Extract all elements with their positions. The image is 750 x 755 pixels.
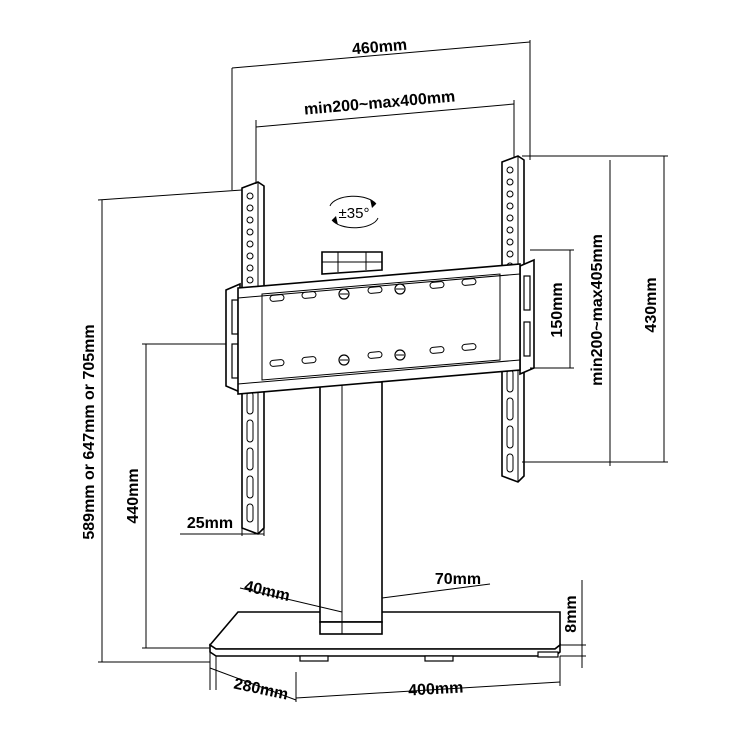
label-base-thickness: 8mm (563, 595, 580, 632)
pole (319, 381, 383, 635)
label-vesa-height: min200~max405mm (589, 234, 606, 386)
dim-base-width: 400mm (295, 656, 561, 702)
dim-vesa-width: min200~max400mm (255, 88, 515, 184)
label-bracket-height: 430mm (643, 277, 660, 332)
label-total-height: 589mm or 647mm or 705mm (81, 324, 98, 539)
label-base-depth: 280mm (232, 676, 289, 704)
bolt (338, 283, 406, 366)
label-plate-height: 150mm (549, 282, 566, 337)
dim-plate-height: 150mm (530, 249, 574, 369)
dim-pole-depth: 70mm (381, 571, 491, 604)
dim-base-thickness: 8mm (560, 580, 586, 668)
dim-vesa-height: min200~max405mm (589, 160, 611, 466)
dim-overall-width: 460mm (231, 37, 531, 190)
tilt-indicator: ±35° (329, 195, 379, 229)
label-base-width: 400mm (408, 680, 464, 700)
dim-total-height: 589mm or 647mm or 705mm (81, 189, 243, 663)
label-arm-depth: 25mm (187, 515, 233, 532)
dim-base-depth: 280mm (209, 652, 297, 704)
dim-arm-depth: 25mm (180, 515, 265, 536)
base-plate (208, 611, 561, 662)
label-overall-width: 460mm (351, 37, 407, 59)
label-pole-depth: 70mm (435, 571, 481, 588)
dim-bracket-height: 430mm (522, 155, 668, 463)
mounting-plate (225, 251, 535, 395)
dim-pole-height: 440mm (125, 343, 226, 649)
label-vesa-width: min200~max400mm (303, 88, 456, 118)
tilt-label: ±35° (339, 205, 370, 222)
label-pole-height: 440mm (125, 468, 142, 523)
label-pole-width: 40mm (243, 578, 292, 605)
